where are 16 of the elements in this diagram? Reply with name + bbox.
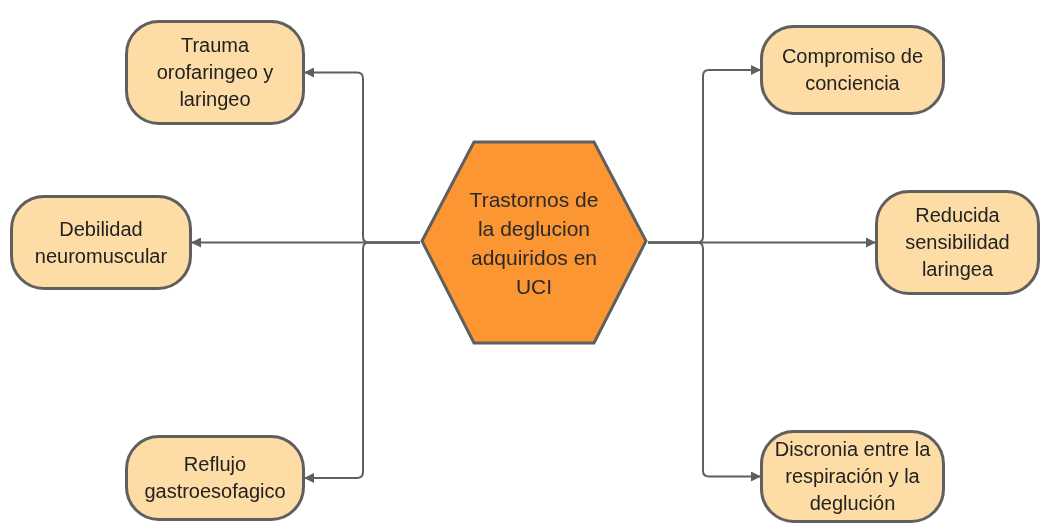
rounded-box xyxy=(875,190,1040,295)
connector-arrow xyxy=(304,241,421,483)
rounded-box xyxy=(760,25,945,115)
connector-arrow xyxy=(647,241,761,482)
node-label: Trauma orofaringeo y laringeo xyxy=(155,33,275,112)
node-label: Reflujo gastroesofagico xyxy=(143,452,287,504)
rounded-box xyxy=(125,435,305,521)
node-label: Reducida sensibilidad laringea xyxy=(904,203,1011,282)
hexagon-node xyxy=(420,140,648,345)
rounded-box xyxy=(760,430,945,523)
node-label: Discronia entre la respiración y la deglución xyxy=(773,437,932,516)
node-label: Trastornos de la deglucion adquiridos en UCI xyxy=(468,186,600,300)
rounded-box xyxy=(10,195,192,290)
node-label: Compromiso de conciencia xyxy=(780,44,925,96)
rounded-box xyxy=(125,20,305,125)
node-label: Debilidad neuromuscular xyxy=(33,216,169,269)
